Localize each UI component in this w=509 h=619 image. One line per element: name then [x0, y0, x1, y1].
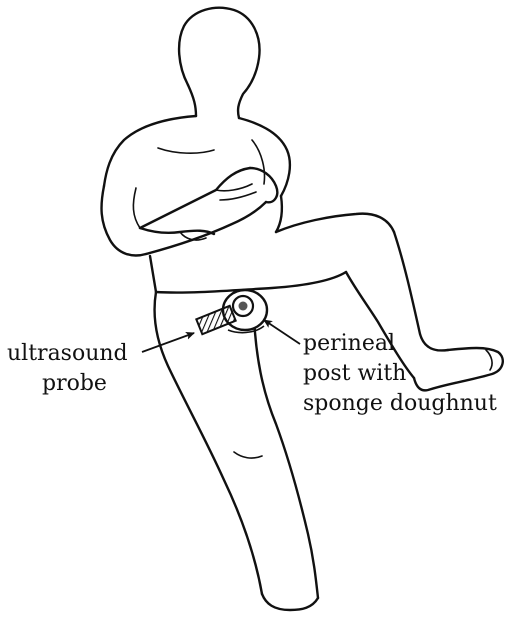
left-shoulder [104, 116, 196, 186]
torso-right [276, 196, 282, 232]
probe-label-line-2: probe [42, 370, 107, 397]
post-label-line-2: post with [303, 360, 406, 387]
neck-left [188, 85, 196, 116]
torso-left [150, 256, 156, 292]
left-hand [140, 228, 214, 234]
post-arrow [264, 320, 300, 344]
standing-leg-outer [155, 292, 263, 594]
raised-thigh-top [276, 214, 394, 232]
knee-line [234, 452, 262, 458]
standing-foot [262, 594, 318, 610]
raised-thigh-bottom [156, 272, 346, 293]
left-arm-inner [133, 188, 140, 228]
head-outline [179, 8, 259, 118]
probe-label-line-1: ultrasound [7, 340, 128, 367]
chest-line [158, 148, 214, 153]
post-label-line-3: sponge doughnut [303, 390, 497, 417]
post-label-line-1: perineal [303, 330, 395, 357]
forearm-front-bottom [146, 202, 266, 254]
hand-fingers [216, 184, 256, 200]
probe-arrow [142, 333, 194, 352]
raised-shin-outer [394, 232, 448, 350]
raised-foot-toes [486, 350, 492, 370]
left-upper-arm [102, 186, 146, 255]
chest-line-right [252, 140, 265, 184]
